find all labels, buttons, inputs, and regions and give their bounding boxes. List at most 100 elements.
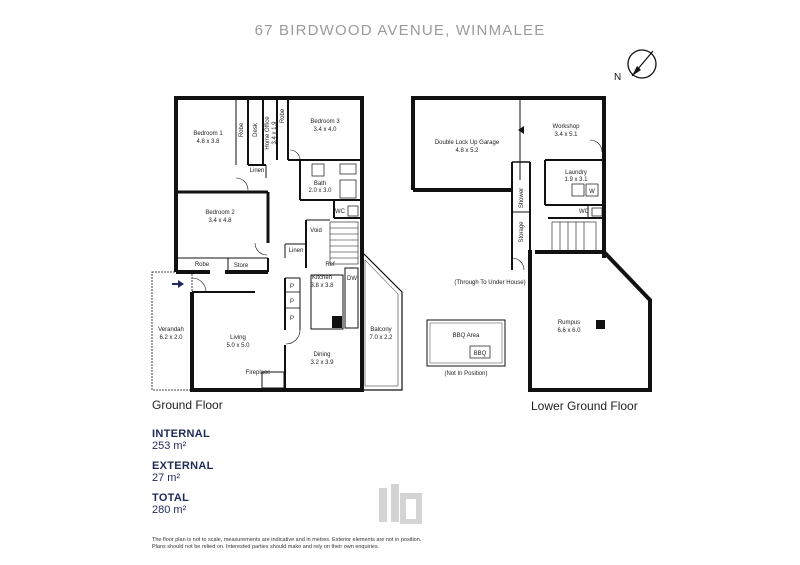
compass-ring-icon (627, 49, 657, 79)
dining-name: Dining (313, 352, 330, 358)
rumpus-column-icon (596, 320, 605, 329)
door-swing-icon (511, 257, 525, 271)
bedroom1-dims: 4.8 x 3.8 (196, 139, 220, 145)
verandah-name: Verandah (158, 327, 184, 333)
bedroom2-dims: 3.4 x 4.8 (208, 218, 232, 224)
bbq-area-outline (426, 319, 506, 367)
door-swing-icon (589, 139, 603, 153)
shower-icon (339, 179, 357, 199)
rumpus-wall (528, 250, 652, 392)
verandah-dims: 6.2 x 2.0 (159, 335, 183, 341)
washer-icon (585, 183, 599, 197)
garage-name: Double Lock Up Garage (435, 140, 500, 146)
shower-label: Shower (519, 188, 525, 208)
store-label: Store (234, 263, 249, 269)
linen1-label: Linen (250, 168, 265, 174)
workshop-name: Workshop (553, 124, 581, 130)
entry-arrow-icon (178, 280, 184, 288)
ground-floor-label: Ground Floor (152, 398, 223, 412)
area-internal: INTERNAL 253 m² (152, 428, 214, 452)
garage-arrow-icon (518, 126, 524, 134)
area-total-value: 280 m² (152, 504, 187, 516)
door-swing-icon (285, 329, 301, 345)
robe3-label: Robe (195, 262, 210, 268)
rumpus-name: Rumpus (558, 320, 580, 326)
brand-logo-icon (379, 484, 422, 524)
lower-outer-wall (411, 96, 606, 258)
balcony-inner (364, 259, 399, 387)
under-house-label: (Through To Under House) (454, 280, 525, 286)
basin-icon (311, 163, 325, 177)
area-internal-label: INTERNAL (152, 428, 211, 440)
wc1-label: WC (335, 209, 346, 215)
kitchen-name: Kitchen (312, 275, 332, 281)
lower-floor-label: Lower Ground Floor (531, 399, 638, 413)
storage-label: Storage (519, 221, 525, 243)
void-label: Void (310, 228, 322, 234)
toilet2-icon (591, 207, 603, 217)
compass-north-label: N (614, 72, 621, 83)
bedroom1-name: Bedroom 1 (193, 131, 223, 137)
room-labels: Bedroom 1 4.8 x 3.8 Bedroom 2 3.4 x 4.8 … (158, 108, 595, 377)
lower-floor-plan (411, 96, 652, 392)
dw-label: DW (347, 276, 357, 282)
area-summary: INTERNAL 253 m² EXTERNAL 27 m² TOTAL 280… (152, 428, 214, 516)
area-external: EXTERNAL 27 m² (152, 460, 214, 484)
basin2-icon (339, 163, 357, 175)
bbq-label: BBQ (474, 351, 487, 357)
area-external-label: EXTERNAL (152, 460, 214, 472)
bbq-icon (469, 345, 491, 359)
area-total: TOTAL 280 m² (152, 492, 214, 516)
pantry1-label: P (290, 284, 294, 290)
compass: N (614, 49, 657, 83)
door-swing-icon (289, 149, 301, 161)
office-dims: 3.4 x 1.9 (272, 121, 278, 145)
bath-name: Bath (314, 181, 326, 187)
door-swing-icon (254, 242, 268, 256)
dining-dims: 3.2 x 3.9 (310, 360, 334, 366)
disclaimer-line-1: The floor plan is not to scale, measurem… (152, 537, 422, 543)
compass-arrow-icon (632, 66, 641, 76)
tub-icon (571, 183, 585, 197)
disclaimer-line-2: Plans should not be relied on. Intereste… (152, 544, 380, 550)
rumpus-dims: 6.6 x 6.0 (557, 328, 581, 334)
toilet-icon (347, 205, 359, 217)
kitchen-counter (344, 267, 359, 329)
linen2-label: Linen (289, 248, 304, 254)
desk-label: Desk (253, 122, 259, 137)
entry-arrow-tail-icon (172, 283, 179, 285)
kitchen-dims: 3.8 x 3.8 (310, 283, 334, 289)
cooktop-icon (332, 316, 342, 328)
living-name: Living (230, 335, 246, 341)
robe1-label: Robe (239, 122, 245, 137)
fireplace-icon (261, 371, 285, 389)
workshop-dims: 3.4 x 5.1 (554, 132, 578, 138)
balcony-name: Balcony (370, 327, 391, 333)
bath-dims: 2.0 x 3.0 (308, 188, 332, 194)
not-in-position-label: (Not In Position) (444, 371, 487, 377)
area-internal-value: 253 m² (152, 440, 187, 452)
kitchen-bench (310, 274, 344, 330)
laundry-dims: 1.9 x 3.1 (564, 177, 588, 183)
pantry2-label: P (290, 299, 294, 305)
door-swing-icon (191, 277, 207, 293)
page-title: 67 BIRDWOOD AVENUE, WINMALEE (254, 22, 546, 39)
bbq-area-inner (429, 322, 503, 364)
robe2-label: Robe (280, 108, 286, 123)
bedroom3-dims: 3.4 x 4.0 (313, 127, 337, 133)
pantry3-label: P (290, 316, 294, 322)
fireplace-label: Fireplace (246, 370, 271, 376)
verandah-outline (151, 271, 193, 391)
washer-label: W (589, 189, 595, 195)
disclaimer: The floor plan is not to scale, measurem… (152, 537, 652, 551)
stairs-ground-icon (329, 221, 359, 265)
bedroom3-name: Bedroom 3 (310, 119, 340, 125)
ref-label: Ref (325, 262, 335, 268)
door-swing-icon (235, 177, 249, 191)
laundry-name: Laundry (565, 170, 587, 176)
bedroom2-name: Bedroom 2 (205, 210, 235, 216)
wc2-label: WC (579, 209, 590, 215)
balcony-dims: 7.0 x 2.2 (369, 335, 393, 341)
office-name: Home Office (265, 116, 271, 150)
area-external-value: 27 m² (152, 472, 181, 484)
